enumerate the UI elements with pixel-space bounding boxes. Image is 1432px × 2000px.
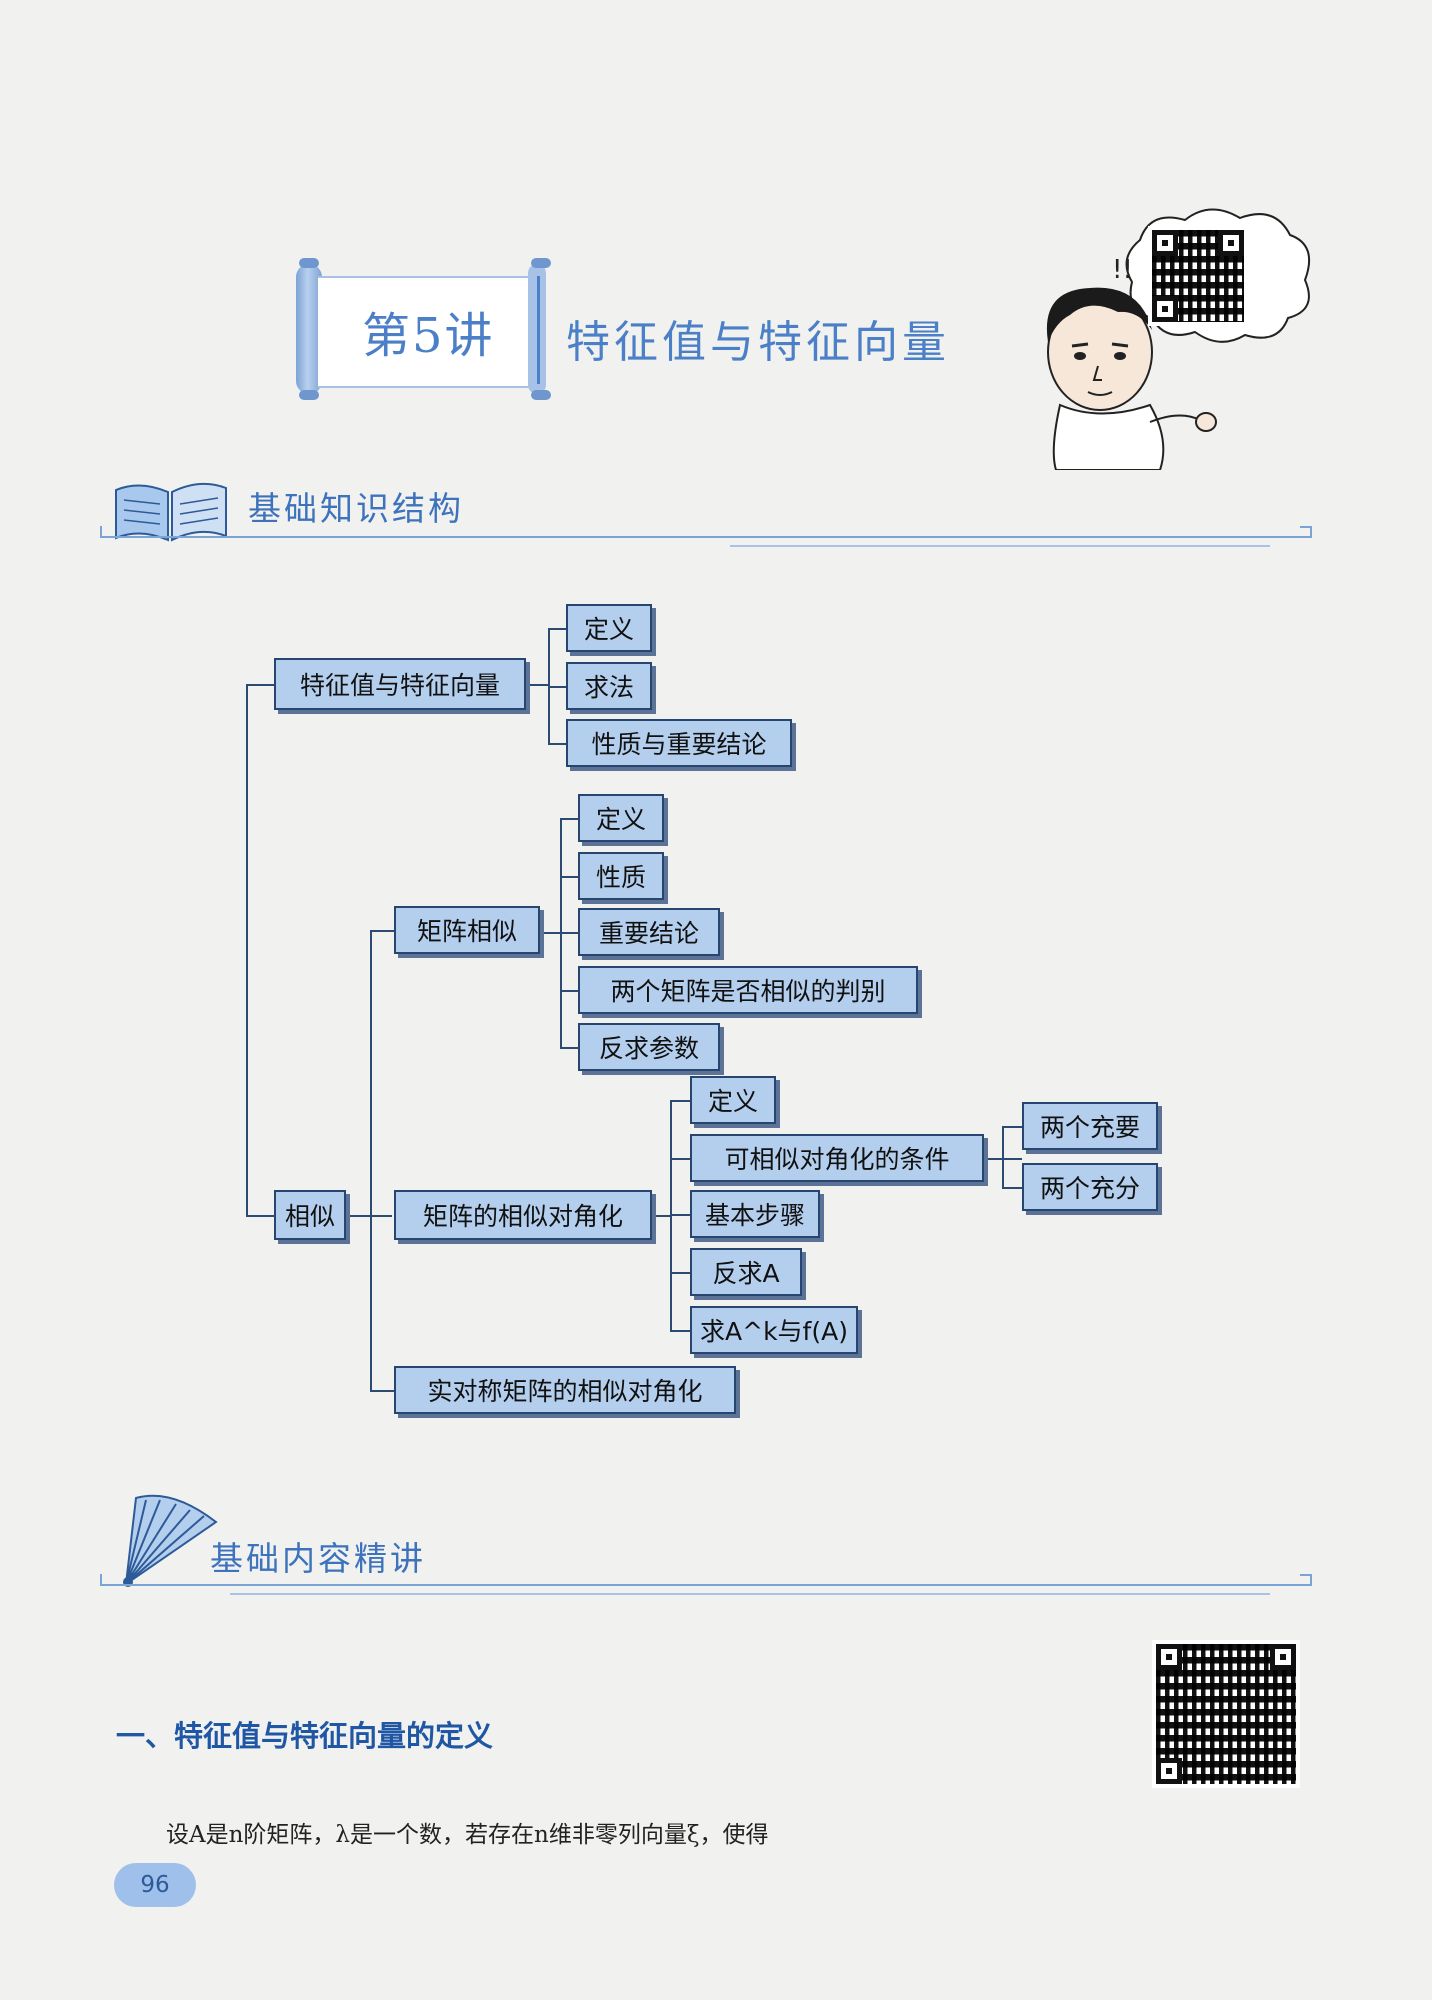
node-sufficient: 两个充分	[1022, 1163, 1158, 1211]
section-rule-pale	[730, 545, 1270, 547]
node-eigen-properties: 性质与重要结论	[566, 719, 792, 767]
node-similar-criterion: 两个矩阵是否相似的判别	[578, 966, 918, 1014]
scroll-left-icon	[296, 258, 322, 400]
node-eigen-method: 求法	[566, 662, 652, 710]
open-book-icon	[115, 482, 227, 542]
section-rule-pale	[230, 1593, 1270, 1595]
node-diag-inverse-a: 反求A	[690, 1248, 802, 1296]
rule-hook-right	[1300, 526, 1312, 538]
connector	[370, 1390, 394, 1392]
node-necessary-sufficient: 两个充要	[1022, 1102, 1158, 1150]
connector	[1002, 1187, 1022, 1189]
structure-section-title: 基础知识结构	[248, 489, 464, 528]
connector	[370, 930, 394, 932]
node-similar: 相似	[274, 1190, 346, 1240]
node-eigen-definition: 定义	[566, 604, 652, 652]
connector	[560, 818, 578, 820]
connector	[670, 1158, 690, 1160]
connector	[548, 628, 566, 630]
node-similar-conclusions: 重要结论	[578, 908, 720, 956]
node-similar-properties: 性质	[578, 852, 664, 900]
lecture-title: 特征值与特征向量	[566, 317, 950, 368]
definition-heading: 一、特征值与特征向量的定义	[116, 1719, 494, 1753]
connector	[670, 1272, 690, 1274]
svg-text:!!: !!	[1112, 255, 1133, 285]
connector	[548, 686, 566, 688]
node-diag-steps: 基本步骤	[690, 1190, 820, 1238]
connector	[560, 876, 578, 878]
qr-code-icon	[1152, 1640, 1300, 1788]
connector	[670, 1214, 690, 1216]
content-section-title: 基础内容精讲	[210, 1539, 426, 1578]
node-diagonalization: 矩阵的相似对角化	[394, 1190, 652, 1240]
node-similar-inverse-params: 反求参数	[578, 1023, 720, 1071]
connector	[246, 684, 274, 686]
section-rule	[100, 536, 1310, 538]
connector	[548, 743, 566, 745]
connector	[560, 932, 578, 934]
connector	[560, 1047, 578, 1049]
rule-hook-right	[1300, 1574, 1312, 1586]
connector	[1002, 1126, 1022, 1128]
lecture-number: 第5讲	[362, 308, 495, 364]
connector	[652, 1215, 672, 1217]
node-diag-definition: 定义	[690, 1076, 776, 1124]
page-number: 96	[114, 1863, 196, 1907]
section-rule	[100, 1584, 1310, 1586]
node-diag-conditions: 可相似对角化的条件	[690, 1134, 984, 1182]
scroll-paper	[318, 276, 540, 388]
title-divider	[537, 276, 540, 384]
connector	[246, 1215, 274, 1217]
qr-code-icon	[1148, 226, 1248, 326]
connector	[246, 684, 248, 1216]
connector	[524, 684, 548, 686]
node-symmetric-diag: 实对称矩阵的相似对角化	[394, 1366, 736, 1414]
connector	[344, 1215, 392, 1217]
connector	[560, 990, 578, 992]
node-similar-definition: 定义	[578, 794, 664, 842]
connector	[370, 930, 372, 1392]
definition-paragraph: 设A是n阶矩阵，λ是一个数，若存在n维非零列向量ξ，使得	[166, 1822, 769, 1848]
node-matrix-similar: 矩阵相似	[394, 906, 540, 954]
connector	[1002, 1126, 1004, 1188]
connector	[540, 932, 562, 934]
node-eigen: 特征值与特征向量	[274, 658, 526, 710]
fan-icon	[123, 1494, 218, 1587]
node-diag-power: 求A^k与f(A)	[690, 1306, 858, 1354]
connector	[670, 1100, 690, 1102]
connector	[670, 1330, 690, 1332]
